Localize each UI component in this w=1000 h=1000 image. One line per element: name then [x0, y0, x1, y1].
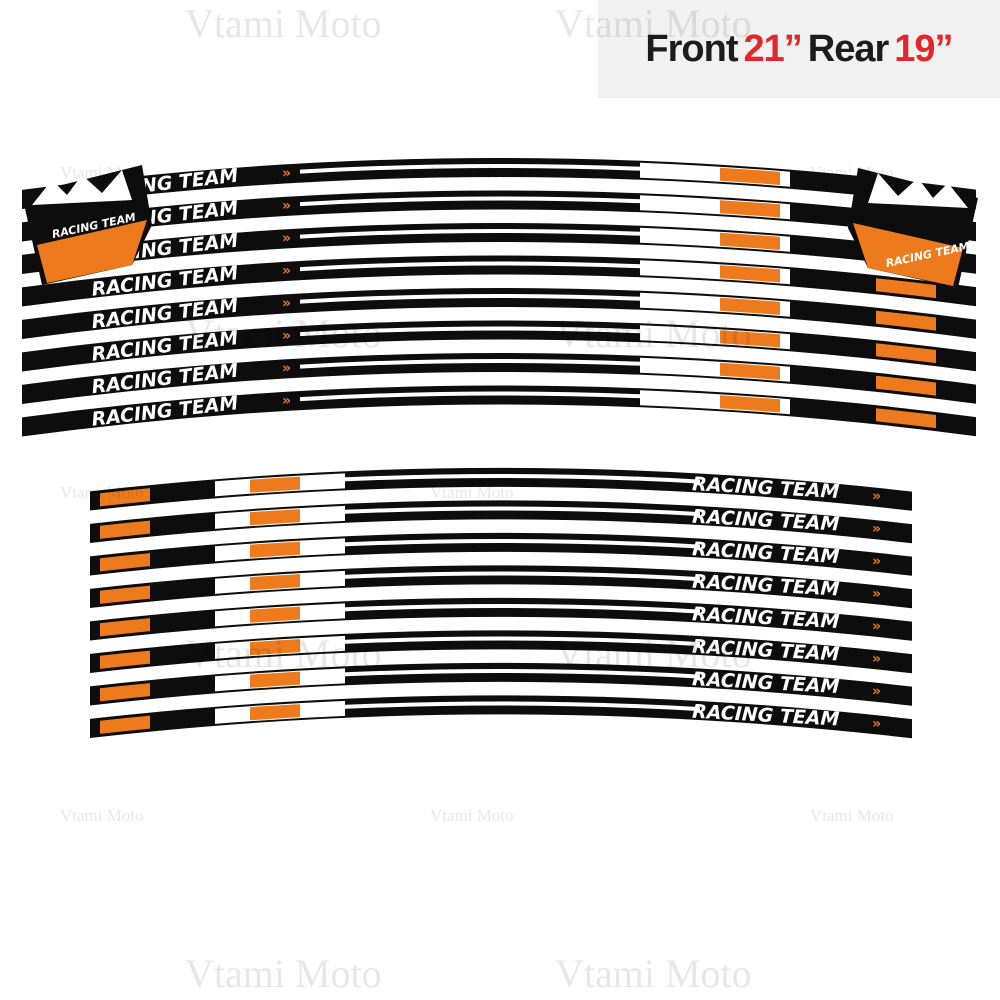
- chevron-icon: »: [872, 553, 881, 569]
- stripe-orange-accent: [250, 476, 300, 493]
- stripe-orange-accent: [720, 232, 780, 250]
- mountain-icon: [868, 173, 968, 208]
- chevron-icon: »: [282, 361, 291, 377]
- stripe-orange-end: [876, 310, 936, 331]
- chevron-icon: »: [872, 716, 881, 732]
- rear-label: Rear: [807, 27, 889, 70]
- rim-stripe: RACING TEAM »: [90, 630, 912, 674]
- stripe-orange-end: [876, 375, 936, 396]
- stripe-orange-end: [100, 520, 150, 539]
- stripe-label: RACING TEAM: [692, 603, 840, 633]
- chevron-icon: »: [282, 393, 291, 409]
- stripe-orange-accent: [250, 509, 300, 526]
- stripe-orange-accent: [720, 265, 780, 283]
- stripe-label: RACING TEAM: [692, 473, 840, 503]
- stripe-orange-end: [876, 278, 936, 299]
- chevron-icon: »: [872, 651, 881, 667]
- stripe-orange-accent: [250, 574, 300, 591]
- size-banner: Front 21” Rear 19”: [598, 0, 1000, 98]
- stripe-orange-end: [100, 715, 150, 734]
- stripe-orange-end: [100, 585, 150, 604]
- stripe-label: RACING TEAM: [692, 571, 840, 601]
- chevron-icon: »: [282, 328, 291, 344]
- stripe-orange-end: [876, 408, 936, 429]
- chevron-icon: »: [872, 683, 881, 699]
- stripe-orange-accent: [720, 362, 780, 380]
- stripe-orange-end: [100, 553, 150, 572]
- chevron-icon: »: [282, 263, 291, 279]
- chevron-icon: »: [282, 198, 291, 214]
- stripe-orange-accent: [720, 167, 780, 185]
- front-size: 21”: [743, 27, 803, 70]
- stripe-orange-end: [100, 650, 150, 669]
- stripe-label: RACING TEAM: [90, 295, 239, 334]
- mountain-badge: RACING TEAM: [22, 165, 152, 285]
- stripe-label: RACING TEAM: [90, 360, 239, 399]
- stripe-orange-accent: [250, 704, 300, 721]
- rim-stripe: RACING TEAM »: [90, 695, 912, 739]
- stripe-label: RACING TEAM: [692, 538, 840, 568]
- stripe-orange-accent: [720, 395, 780, 413]
- stripe-orange-end: [876, 343, 936, 364]
- stripe-orange-accent: [720, 330, 780, 348]
- rear-size: 19”: [894, 27, 953, 70]
- stripe-label: RACING TEAM: [692, 636, 840, 666]
- stripe-orange-accent: [250, 671, 300, 688]
- stripe-orange-accent: [250, 541, 300, 558]
- front-label: Front: [645, 27, 738, 70]
- chevron-icon: »: [282, 231, 291, 247]
- chevron-icon: »: [872, 586, 881, 602]
- stripe-label: RACING TEAM: [90, 392, 239, 431]
- stripe-label: RACING TEAM: [692, 668, 840, 698]
- stripe-label: RACING TEAM: [692, 506, 840, 536]
- stripe-orange-end: [100, 683, 150, 702]
- corner-badge-group: RACING TEAM RACING TEAM: [22, 165, 978, 288]
- chevron-icon: »: [872, 618, 881, 634]
- chevron-icon: »: [872, 488, 881, 504]
- stripe-orange-accent: [720, 297, 780, 315]
- chevron-icon: »: [282, 166, 291, 182]
- stripe-label: RACING TEAM: [90, 327, 239, 366]
- rim-stripe: RACING TEAM »: [22, 385, 976, 437]
- mountain-icon: [32, 170, 132, 205]
- chevron-icon: »: [872, 521, 881, 537]
- rim-stripe: RACING TEAM »: [90, 663, 912, 706]
- mountain-badge: RACING TEAM: [848, 168, 978, 288]
- stripe-orange-accent: [250, 639, 300, 656]
- chevron-icon: »: [282, 296, 291, 312]
- stripe-orange-end: [100, 618, 150, 637]
- stripe-orange-accent: [720, 200, 780, 218]
- rim-stripe-group: RACING TEAM»RACING TEAM»RACING TEAM»RACI…: [22, 158, 976, 739]
- stripe-orange-end: [100, 488, 150, 507]
- stripe-orange-accent: [250, 606, 300, 623]
- stripe-label: RACING TEAM: [692, 701, 840, 731]
